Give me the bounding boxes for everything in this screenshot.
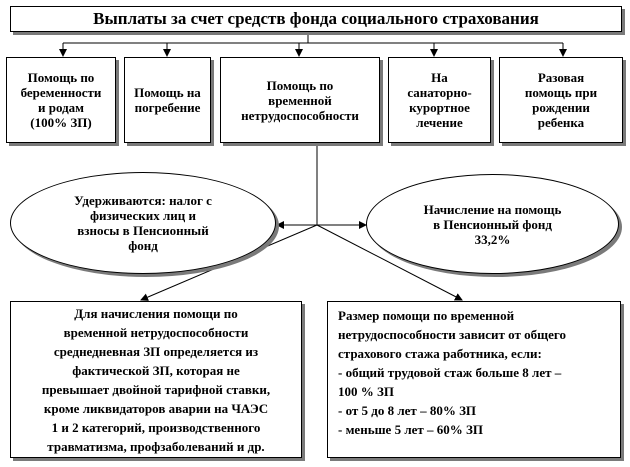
arrow-to-bottom-right <box>316 224 463 301</box>
note-benefit-size: Размер помощи по временной нетрудоспособ… <box>327 301 621 458</box>
category-temporary-disability: Помощь по временной нетрудоспособности <box>220 57 380 143</box>
arrow-to-bottom-left <box>140 224 318 301</box>
category-sanatorium: На санаторно- курортное лечение <box>388 57 491 143</box>
category-maternity: Помощь по беременности и родам (100% ЗП) <box>6 57 116 143</box>
category-birth-allowance: Разовая помощь при рождении ребенка <box>499 57 623 143</box>
oval-deductions: Удерживаются: налог с физических лиц и в… <box>10 172 276 274</box>
note-average-wage: Для начисления помощи по временной нетру… <box>10 301 302 458</box>
title-box: Выплаты за счет средств фонда социальног… <box>10 6 622 32</box>
category-funeral: Помощь на погребение <box>124 57 211 143</box>
oval-pension-charge: Начисление на помощь в Пенсионный фонд 3… <box>366 174 619 274</box>
